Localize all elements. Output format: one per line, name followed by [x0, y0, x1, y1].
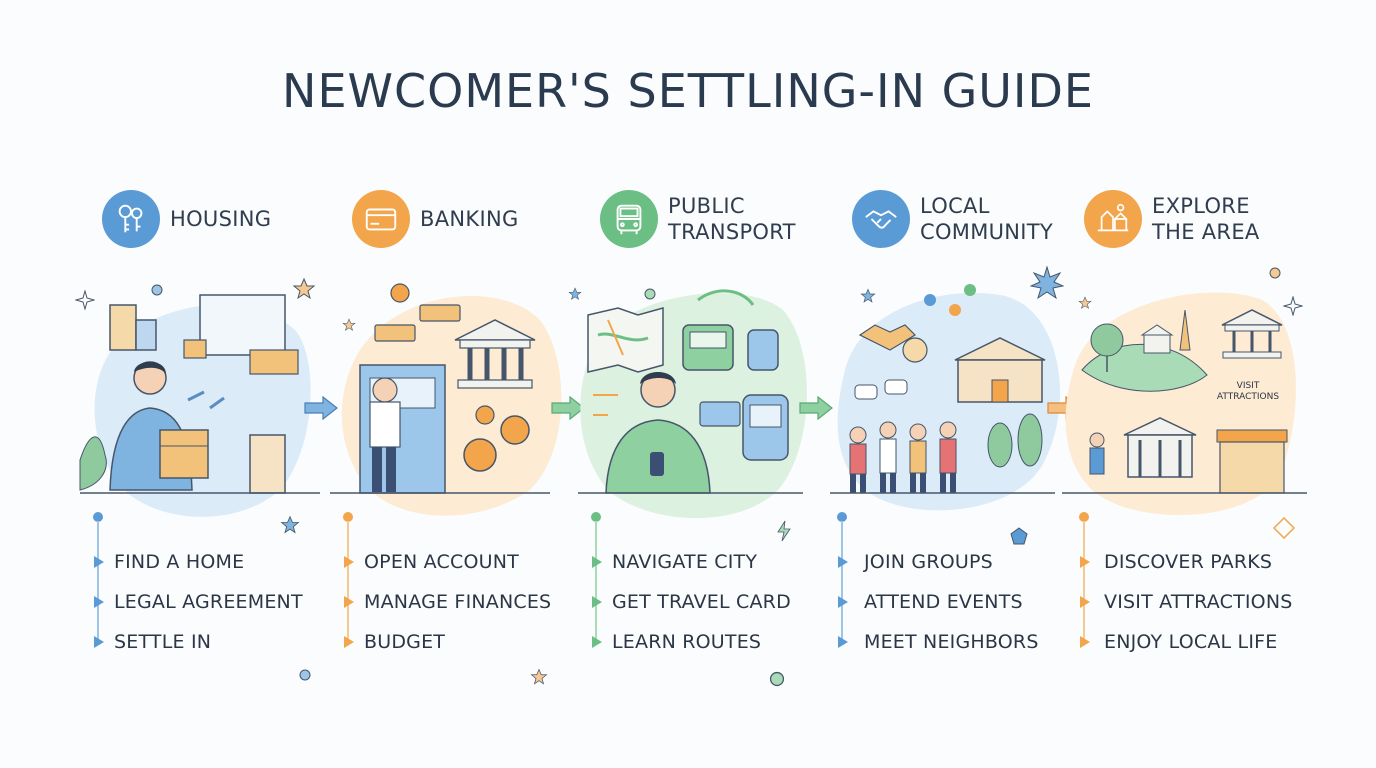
task-item: OPEN ACCOUNT	[364, 551, 519, 573]
transport-illustration	[578, 280, 828, 530]
step-housing: HOUSING FIND	[79, 185, 330, 665]
step-public-transport: PUBLIC TRANSPORT	[578, 185, 828, 665]
task-timeline: DISCOVER PARKS VISIT ATTRACTIONS ENJOY L…	[1062, 512, 1302, 673]
burst-icon	[1030, 266, 1064, 300]
step-title: LOCAL COMMUNITY	[920, 194, 1054, 244]
arrow-right-icon	[799, 395, 833, 421]
star-icon	[280, 515, 300, 534]
star-icon	[292, 277, 316, 300]
task-list: OPEN ACCOUNT MANAGE FINANCES BUDGET	[364, 551, 551, 671]
step-title: EXPLORE THE AREA	[1152, 194, 1260, 244]
diamond-icon	[1272, 516, 1296, 540]
dot-icon	[644, 288, 656, 300]
dot-icon	[1269, 267, 1281, 279]
sparkle-icon	[1283, 296, 1303, 316]
task-list: NAVIGATE CITY GET TRAVEL CARD LEARN ROUT…	[612, 551, 791, 671]
task-list: JOIN GROUPS ATTEND EVENTS MEET NEIGHBORS	[864, 551, 1039, 671]
pentagon-icon	[1010, 527, 1028, 545]
task-list: FIND A HOME LEGAL AGREEMENT SETTLE IN	[114, 551, 303, 671]
dot-icon	[769, 671, 785, 687]
star-icon	[530, 668, 548, 685]
dot-icon	[151, 284, 163, 296]
task-item: LEARN ROUTES	[612, 631, 762, 653]
step-header: BANKING	[352, 189, 519, 249]
timeline-line	[1079, 512, 1090, 648]
task-timeline: FIND A HOME LEGAL AGREEMENT SETTLE IN	[80, 512, 320, 673]
step-header: HOUSING	[102, 189, 271, 249]
task-item: MANAGE FINANCES	[364, 591, 552, 613]
step-header: LOCAL COMMUNITY	[852, 189, 1053, 249]
task-timeline: OPEN ACCOUNT MANAGE FINANCES BUDGET	[330, 512, 570, 673]
arrow-right-icon	[304, 395, 338, 421]
task-timeline: JOIN GROUPS ATTEND EVENTS MEET NEIGHBORS	[830, 512, 1070, 673]
task-item: GET TRAVEL CARD	[612, 591, 791, 613]
timeline-line	[93, 512, 104, 648]
bus-icon	[600, 190, 658, 248]
sparkle-icon	[75, 290, 95, 310]
task-item: MEET NEIGHBORS	[864, 631, 1039, 653]
step-title: HOUSING	[170, 207, 272, 231]
task-item: ATTEND EVENTS	[864, 591, 1023, 613]
banking-illustration	[330, 280, 580, 530]
arrow-right-icon	[551, 395, 585, 421]
step-header: PUBLIC TRANSPORT	[600, 189, 796, 249]
task-item: NAVIGATE CITY	[612, 551, 758, 573]
task-item: JOIN GROUPS	[864, 551, 993, 573]
task-item: SETTLE IN	[114, 631, 212, 653]
task-timeline: NAVIGATE CITY GET TRAVEL CARD LEARN ROUT…	[578, 512, 818, 673]
star-icon	[860, 288, 876, 303]
task-item: DISCOVER PARKS	[1104, 551, 1273, 573]
step-title: PUBLIC TRANSPORT	[668, 194, 796, 244]
community-illustration	[830, 280, 1080, 530]
step-banking: BANKING	[330, 185, 580, 665]
task-item: FIND A HOME	[114, 551, 245, 573]
timeline-line	[837, 512, 848, 648]
task-item: LEGAL AGREEMENT	[114, 591, 303, 613]
credit-card-icon	[352, 190, 410, 248]
task-item: VISIT ATTRACTIONS	[1104, 591, 1293, 613]
task-item: BUDGET	[364, 631, 446, 653]
step-title: BANKING	[420, 207, 519, 231]
star-icon	[568, 287, 582, 300]
page-title: NEWCOMER'S SETTLING-IN GUIDE	[282, 64, 1094, 118]
step-local-community: LOCAL COMMUNITY	[830, 185, 1080, 665]
step-header: EXPLORE THE AREA	[1084, 189, 1260, 249]
handshake-icon	[852, 190, 910, 248]
dot-icon	[299, 669, 311, 681]
star-icon	[342, 318, 356, 331]
keys-icon	[102, 190, 160, 248]
housing-illustration	[79, 280, 330, 530]
lightning-icon	[777, 520, 791, 542]
timeline-line	[591, 512, 602, 648]
timeline-line	[343, 512, 354, 648]
task-list: DISCOVER PARKS VISIT ATTRACTIONS ENJOY L…	[1104, 551, 1293, 671]
landmarks-icon	[1084, 190, 1142, 248]
task-item: ENJOY LOCAL LIFE	[1104, 631, 1278, 653]
star-icon	[1078, 296, 1092, 309]
